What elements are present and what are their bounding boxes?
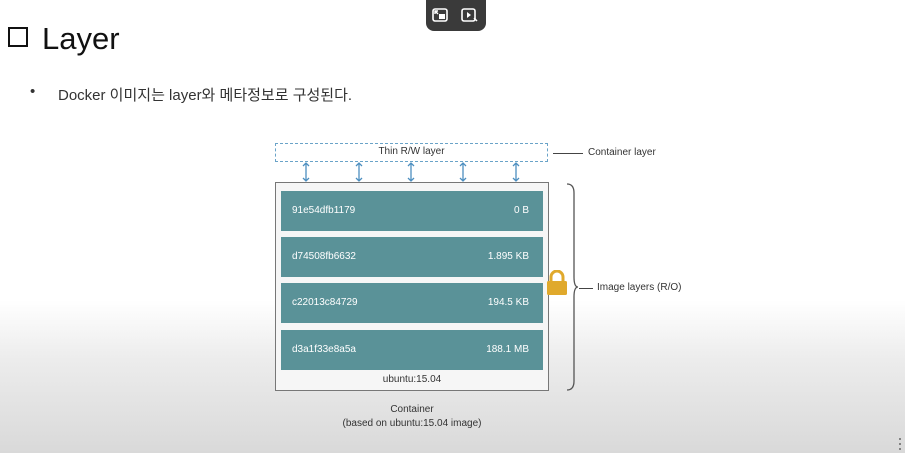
layer-id: 91e54dfb1179 — [292, 205, 356, 216]
image-layer: d74508fb6632 1.895 KB — [281, 237, 543, 277]
container-layer-label: Container layer — [588, 147, 656, 158]
double-arrow-icon — [407, 162, 415, 182]
video-overlay-controls — [426, 0, 486, 31]
image-layers-pointer — [579, 288, 593, 289]
image-layer: c22013c84729 194.5 KB — [281, 283, 543, 323]
container-layer-pointer — [553, 153, 583, 154]
container-caption: Container (based on ubuntu:15.04 image) — [300, 403, 524, 431]
image-layer: d3a1f33e8a5a 188.1 MB — [281, 330, 543, 370]
bullet-text: Docker 이미지는 layer와 메타정보로 구성된다. — [58, 87, 353, 104]
layer-id: d74508fb6632 — [292, 251, 356, 262]
layer-size: 194.5 KB — [487, 297, 529, 308]
double-arrow-icon — [355, 162, 363, 182]
caption-title: Container — [390, 404, 434, 415]
caption-subtitle: (based on ubuntu:15.04 image) — [342, 418, 482, 429]
layer-id: c22013c84729 — [292, 297, 358, 308]
layer-id: d3a1f33e8a5a — [292, 344, 356, 355]
miniplayer-icon[interactable] — [460, 6, 478, 24]
lock-icon — [546, 269, 568, 296]
image-layer: 91e54dfb1179 0 B — [281, 191, 543, 231]
double-arrow-icon — [512, 162, 520, 182]
page-title: Layer — [42, 21, 120, 56]
double-arrow-icon — [302, 162, 310, 182]
image-layers-label: Image layers (R/O) — [597, 282, 682, 293]
thin-rw-layer: Thin R/W layer — [275, 143, 548, 162]
checkbox-square-icon — [8, 27, 28, 47]
bullet-dot-icon: • — [30, 83, 36, 100]
layer-size: 1.895 KB — [487, 251, 529, 262]
resize-grip-icon[interactable] — [897, 437, 903, 451]
base-image-label: ubuntu:15.04 — [382, 374, 442, 385]
double-arrow-icon — [459, 162, 467, 182]
layer-size: 188.1 MB — [486, 344, 529, 355]
picture-in-picture-icon[interactable] — [431, 6, 449, 24]
layer-size: 0 B — [513, 205, 529, 216]
right-brace-icon — [566, 183, 579, 391]
